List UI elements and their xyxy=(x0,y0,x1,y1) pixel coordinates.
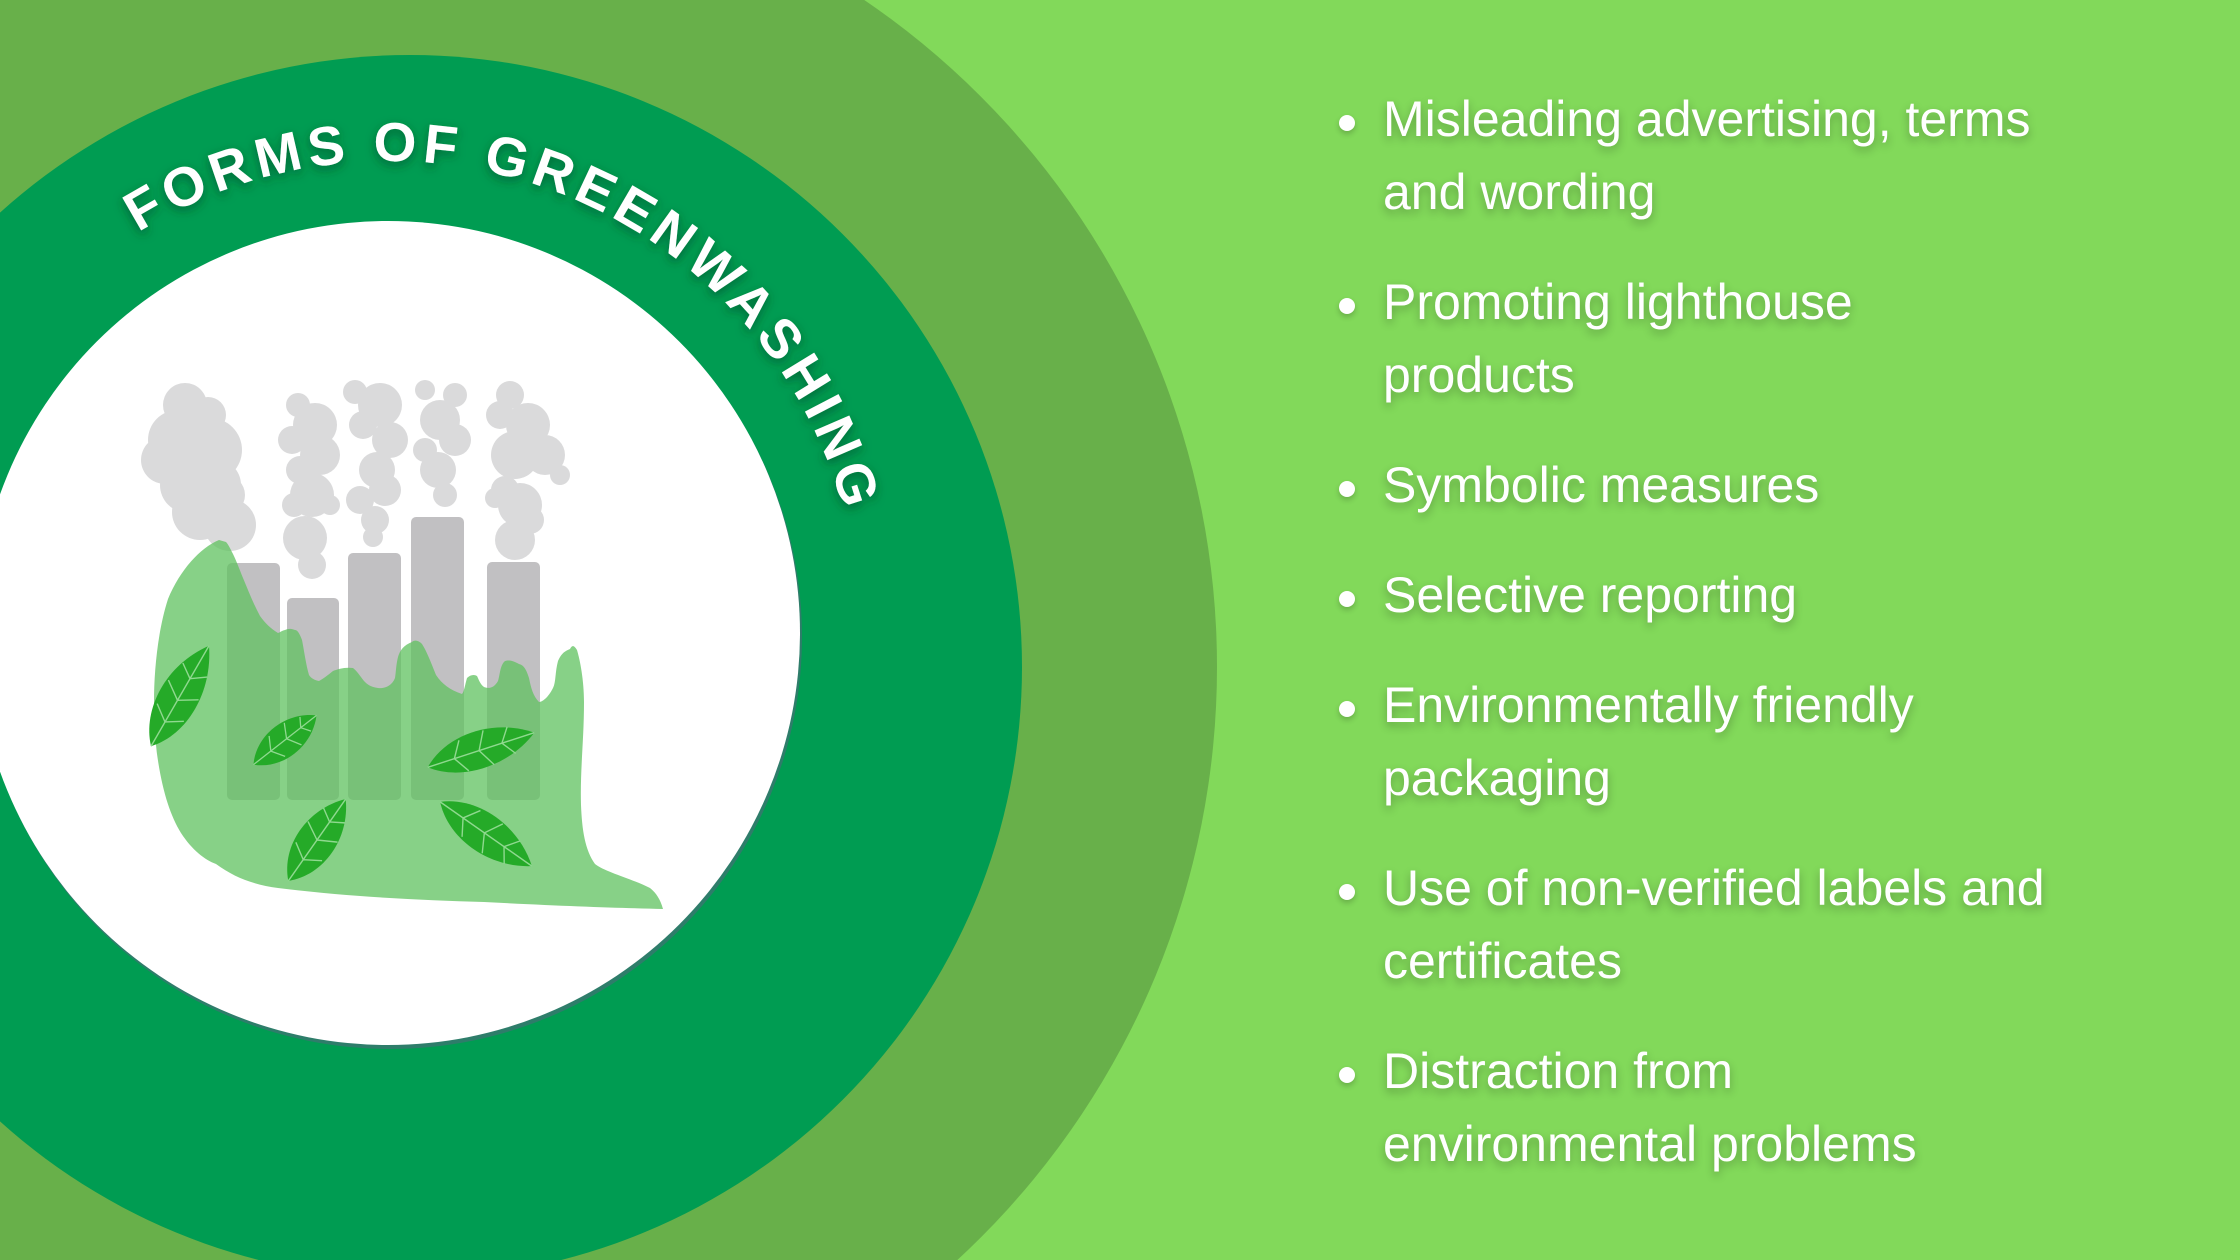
bullet-icon xyxy=(1339,298,1355,314)
green-hill-overlay xyxy=(154,540,663,909)
factory-smoke-leaves-icon xyxy=(141,380,663,909)
list-item: Promoting lighthouse products xyxy=(1336,266,2196,412)
list-item-text: Promoting lighthouse xyxy=(1383,274,1853,330)
greenwashing-forms-list: Misleading advertising, terms and wordin… xyxy=(1336,83,2196,1218)
list-item: Selective reporting xyxy=(1336,559,2196,632)
list-item: Use of non-verified labels and certifica… xyxy=(1336,852,2196,998)
leaf-icon xyxy=(287,798,347,882)
leaf-icon xyxy=(253,714,317,766)
leaf-icon xyxy=(439,801,533,867)
list-item: Symbolic measures xyxy=(1336,449,2196,522)
list-item-text: Misleading advertising, terms xyxy=(1383,91,2031,147)
bullet-icon xyxy=(1339,481,1355,497)
list-item-text: environmental problems xyxy=(1383,1116,1917,1172)
list-item-text: Use of non-verified labels and xyxy=(1383,860,2045,916)
list-item-text: certificates xyxy=(1383,933,1622,989)
list-item-text: packaging xyxy=(1383,750,1611,806)
leaves xyxy=(149,645,535,882)
list-item: Misleading advertising, terms and wordin… xyxy=(1336,83,2196,229)
bullet-icon xyxy=(1339,591,1355,607)
list-item: Environmentally friendly packaging xyxy=(1336,669,2196,815)
list-item-text: Selective reporting xyxy=(1383,567,1798,623)
list-item-text: Environmentally friendly xyxy=(1383,677,1914,733)
bullet-icon xyxy=(1339,701,1355,717)
list-item-text: products xyxy=(1383,347,1575,403)
bullet-icon xyxy=(1339,115,1355,131)
smoke-icon xyxy=(141,380,570,579)
bullet-icon xyxy=(1339,1067,1355,1083)
list-item-text: Distraction from xyxy=(1383,1043,1734,1099)
list-item: Distraction from environmental problems xyxy=(1336,1035,2196,1181)
leaf-icon xyxy=(149,645,210,747)
list-item-text: Symbolic measures xyxy=(1383,457,1820,513)
bullet-icon xyxy=(1339,884,1355,900)
leaf-icon xyxy=(427,726,535,773)
list-item-text: and wording xyxy=(1383,164,1656,220)
